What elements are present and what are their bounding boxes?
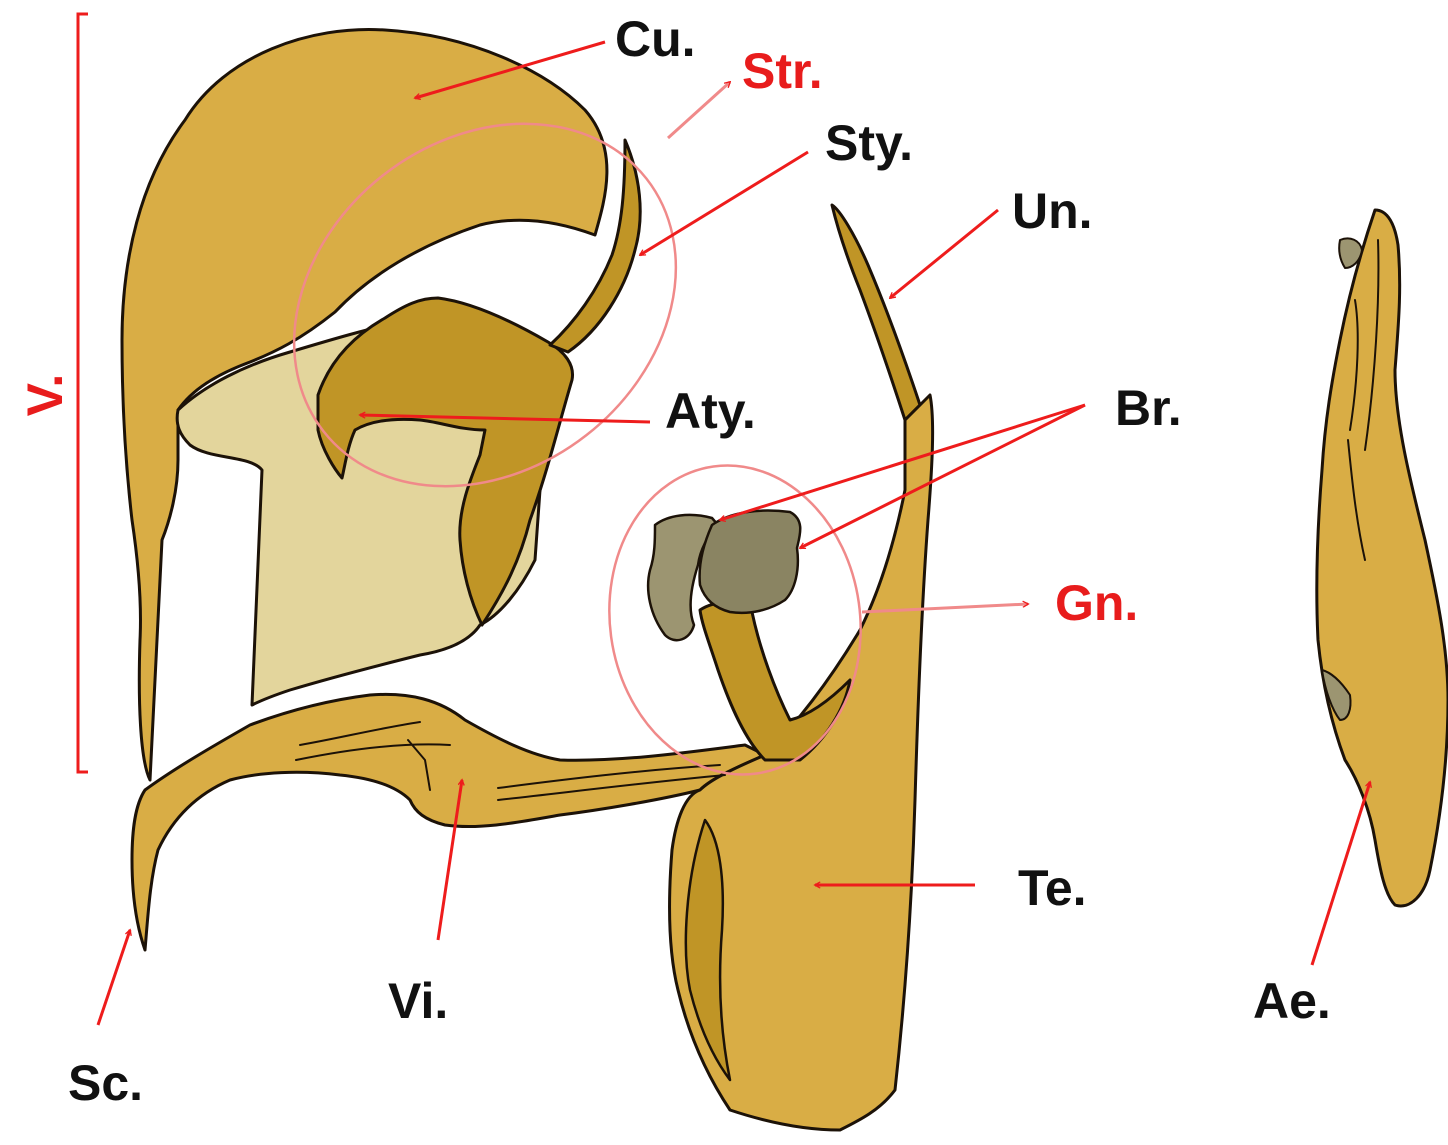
- label-un: Un.: [1012, 183, 1093, 239]
- label-sty: Sty.: [825, 115, 913, 171]
- brush-right-shape: [700, 511, 801, 613]
- label-gn: Gn.: [1055, 575, 1138, 631]
- label-br: Br.: [1115, 380, 1182, 436]
- label-ae: Ae.: [1253, 973, 1331, 1029]
- label-str: Str.: [742, 43, 823, 99]
- v-bracket: [78, 14, 88, 772]
- uncus-shape: [832, 205, 920, 420]
- label-te: Te.: [1018, 860, 1087, 916]
- label-cu: Cu.: [615, 11, 696, 67]
- label-v: V.: [17, 374, 73, 417]
- label-vi: Vi.: [388, 973, 448, 1029]
- label-sc: Sc.: [68, 1055, 143, 1111]
- label-aty: Aty.: [665, 383, 756, 439]
- aedeagus-shape: [1317, 210, 1448, 906]
